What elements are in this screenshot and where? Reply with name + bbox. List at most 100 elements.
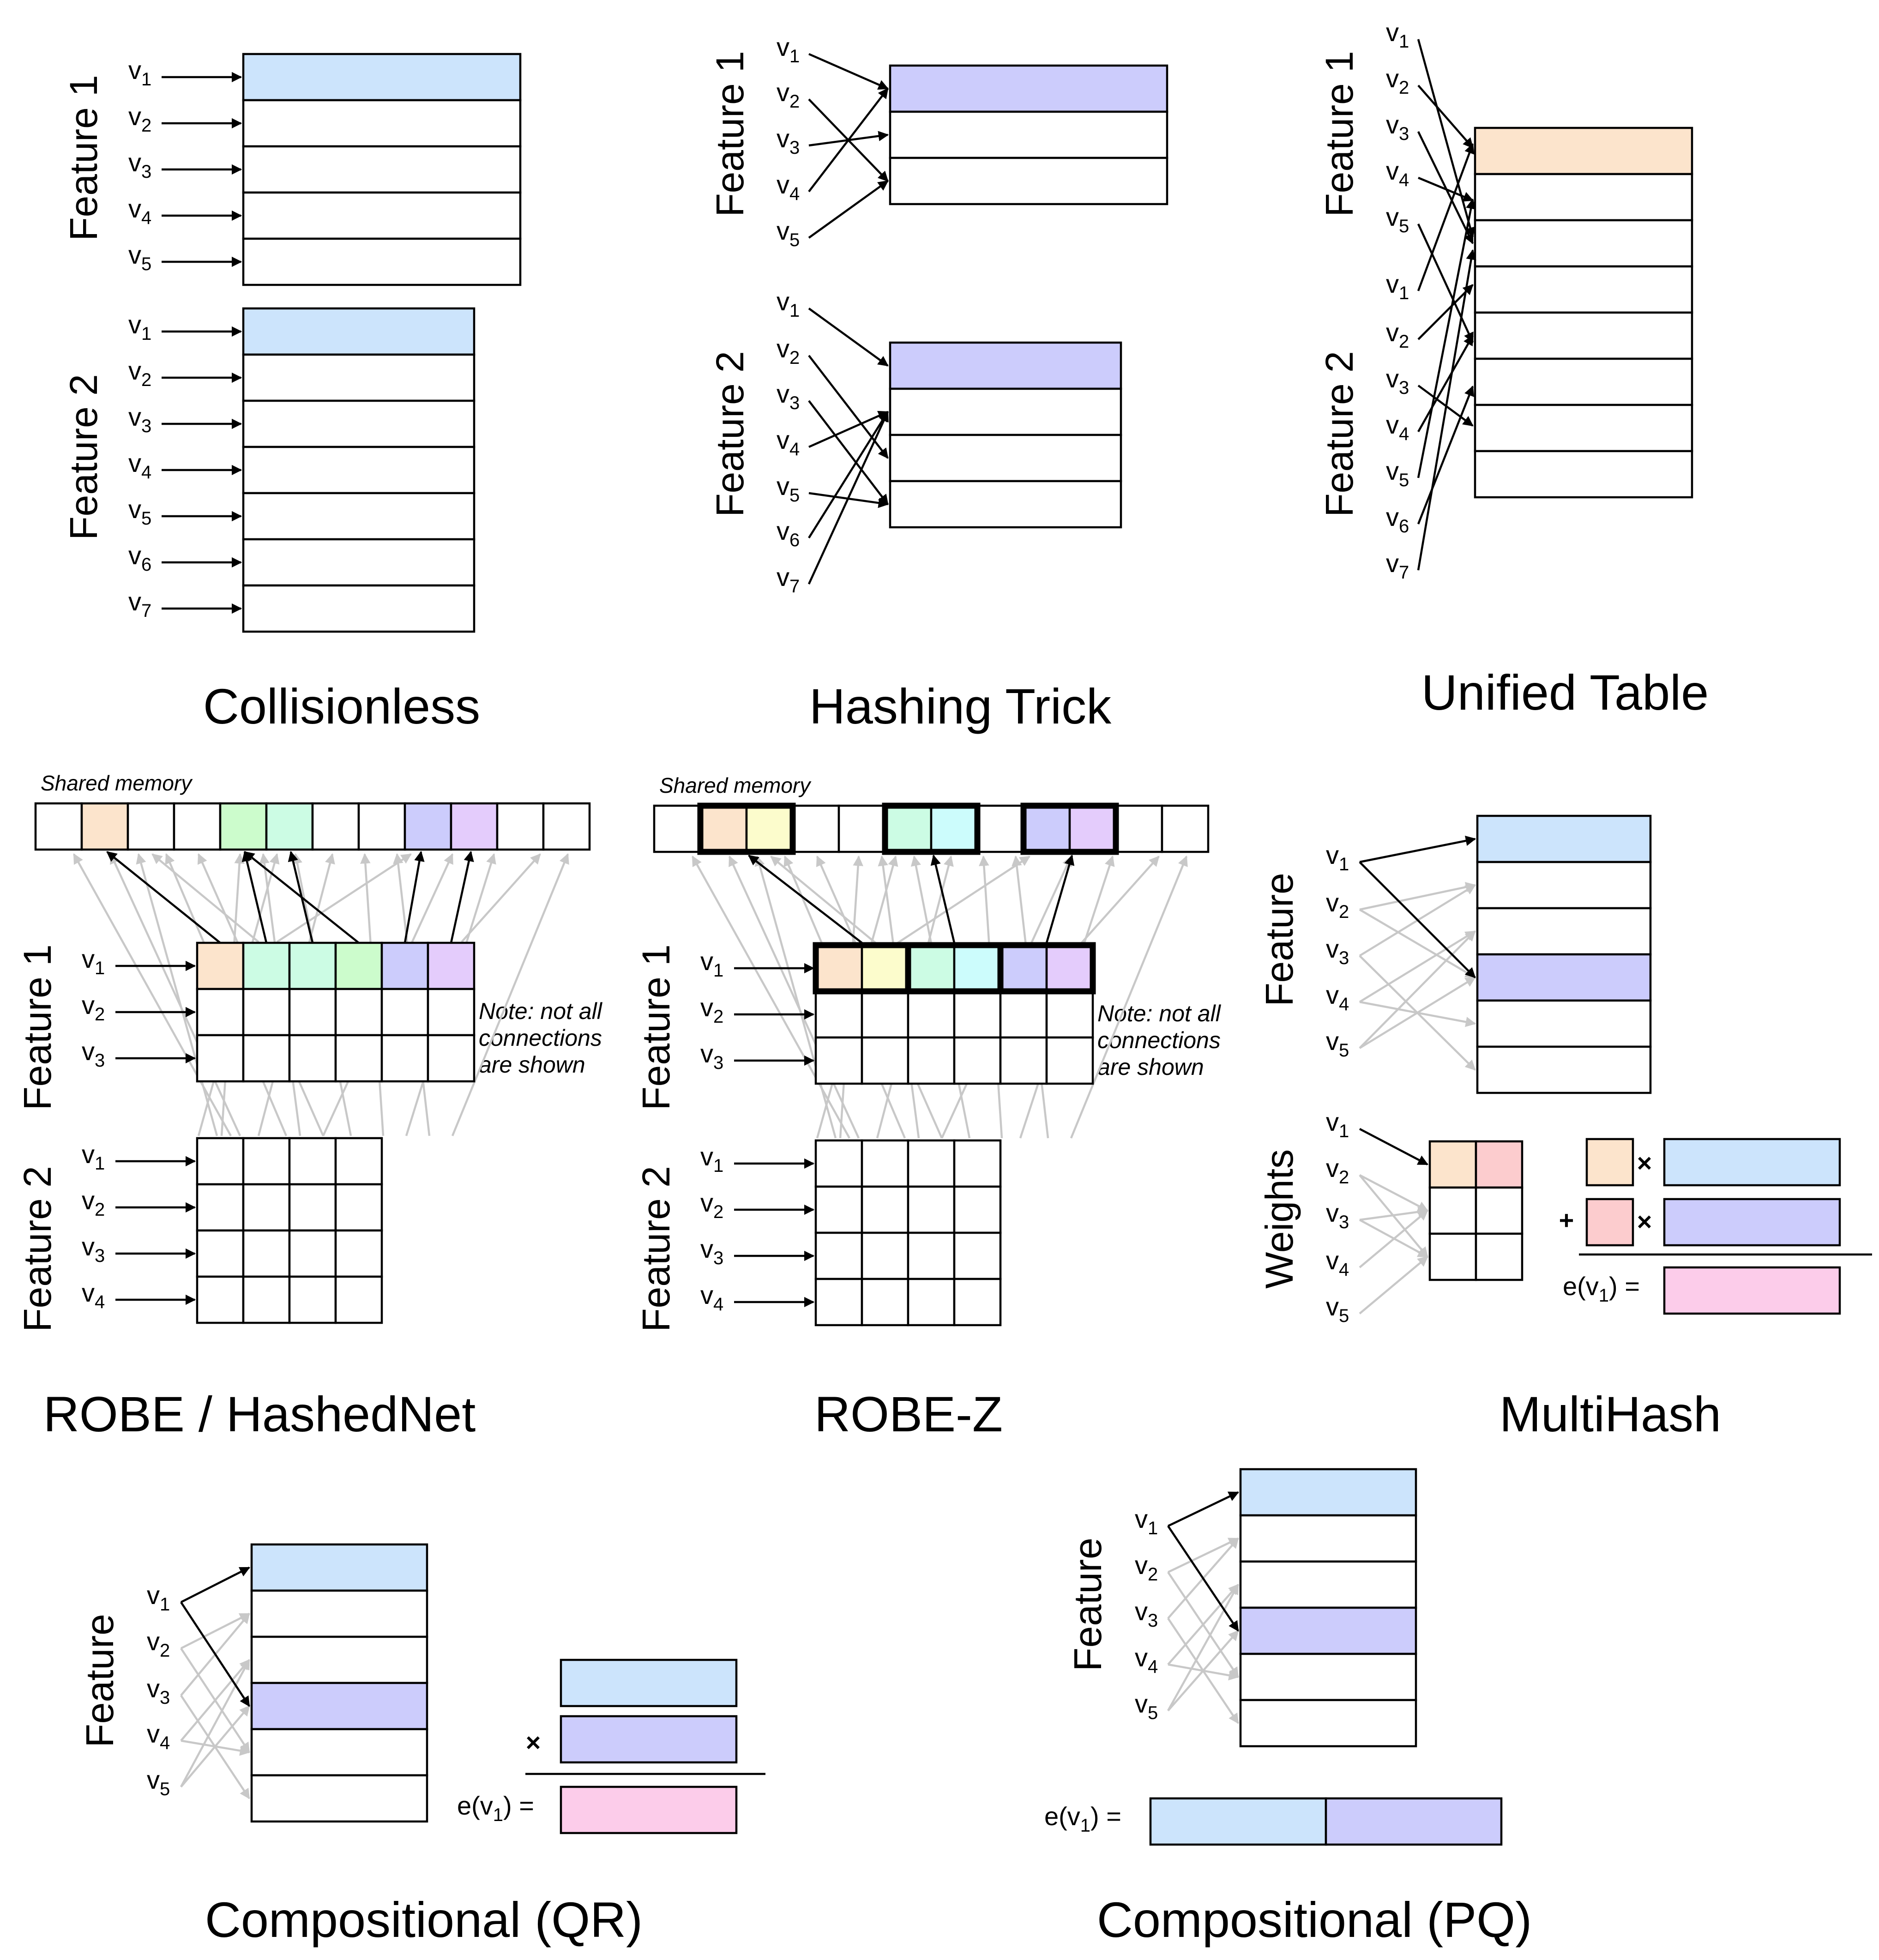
hashing-trick-f2-row-label-4: v4 <box>777 425 800 459</box>
multihash-feature-row-label-1: v1 <box>1326 840 1349 874</box>
robe-z-feature2-grid-cell-3-2 <box>861 1231 909 1280</box>
hashing-trick-f2-arrow-4 <box>808 410 889 448</box>
multihash-feature-row-label-2: v2 <box>1326 888 1349 922</box>
multihash-feature-table-row-5 <box>1476 999 1652 1048</box>
robe-shared-memory-cell-9 <box>404 802 452 851</box>
pq-light-arrow-8 <box>1167 1584 1239 1712</box>
hashing-trick-f2-arrow-6 <box>808 411 889 539</box>
qr-times-sign: × <box>526 1728 541 1757</box>
multihash-title: MultiHash <box>1500 1386 1721 1442</box>
robe-shared-memory-cell-7 <box>311 802 360 851</box>
multihash-feature-row-label-4: v4 <box>1326 980 1349 1014</box>
robe-feature2-grid-cell-4-3 <box>288 1275 337 1324</box>
robe-z-feature2-grid-cell-2-4 <box>953 1185 1002 1234</box>
robe-shared-memory-cell-8 <box>357 802 406 851</box>
multihash-weights-grid-cell-3-2 <box>1475 1232 1524 1281</box>
unified-table-f1-arrow-2 <box>1417 84 1474 149</box>
collisionless-feature1-table-row-2 <box>242 99 522 148</box>
unified-table-f1-row-label-2: v2 <box>1386 64 1409 98</box>
robe-feature2-grid-cell-3-2 <box>242 1229 291 1278</box>
robe-feature2-grid-cell-1-2 <box>242 1137 291 1186</box>
multihash-weights-dark-arrow-1 <box>1359 1128 1428 1165</box>
multihash-weights-grid-cell-1-2 <box>1475 1140 1524 1189</box>
robe-z-f1-row-label-2: v2 <box>700 993 723 1027</box>
multihash-feature-light-arrow-5 <box>1359 930 1476 1003</box>
pq-result-part-2 <box>1325 1797 1503 1846</box>
collisionless-f2-row-label-7: v7 <box>128 587 151 621</box>
hashing-trick-f1-row-label-2: v2 <box>777 78 800 112</box>
robe-light-connection-15 <box>451 853 569 1136</box>
multihash-result-embedding <box>1663 1266 1841 1315</box>
hashing-trick-f1-row-label-5: v5 <box>777 216 800 250</box>
multihash-weights-row-label-3: v3 <box>1326 1198 1349 1232</box>
pq-row-label-3: v3 <box>1135 1597 1158 1631</box>
collisionless-feature2-table-row-6 <box>242 538 476 587</box>
multihash-weight-scalar-2 <box>1585 1198 1634 1247</box>
robe-feature1-grid-cell-2-4 <box>334 988 383 1037</box>
robe-z-shared-memory-cell-10 <box>1068 804 1117 853</box>
collisionless-title: Collisionless <box>203 678 480 734</box>
robe-note-line2: connections <box>479 1025 602 1051</box>
robe-z-note-line2: connections <box>1097 1027 1221 1053</box>
qr-light-arrow-8 <box>180 1659 250 1788</box>
multihash-feature-dark-arrow-1 <box>1359 835 1476 863</box>
qr-row-label-3: v3 <box>147 1674 170 1708</box>
robe-feature2-grid-cell-2-4 <box>334 1183 383 1232</box>
robe-dark-connection-6 <box>450 850 474 943</box>
unified-table-f1-row-label-5: v5 <box>1386 202 1409 236</box>
robe-dark-connection-1 <box>106 851 221 944</box>
unified-table-f2-arrow-1 <box>1417 143 1475 291</box>
multihash-feature-table-row-4 <box>1476 953 1652 1002</box>
robe-z-light-connection-15 <box>1070 855 1188 1139</box>
unified-table-f2-row-label-7: v7 <box>1386 549 1409 583</box>
tables-layer <box>34 53 1872 1846</box>
collisionless-f2-row-label-2: v2 <box>128 356 151 390</box>
unified-table-table-row-2 <box>1474 173 1693 222</box>
robe-f2-row-label-1: v1 <box>82 1140 105 1174</box>
pq-feature-table-row-6 <box>1239 1699 1417 1748</box>
robe-dark-connection-2 <box>241 850 268 943</box>
robe-z-feature1-grid-cell-3-3 <box>907 1036 956 1085</box>
multihash-embedding-1 <box>1663 1138 1841 1187</box>
qr-feature-table-row-4 <box>250 1682 428 1731</box>
robe-light-connection-14 <box>461 853 541 943</box>
robe-shared-memory-cell-1 <box>34 802 83 851</box>
robe-z-note-line3: are shown <box>1097 1054 1204 1080</box>
collisionless-f2-row-label-6: v6 <box>128 541 151 575</box>
collisionless-feature1-label: Feature 1 <box>62 75 105 241</box>
robe-z-feature2-grid-cell-3-1 <box>814 1231 863 1280</box>
collisionless-f1-row-label-2: v2 <box>128 102 151 136</box>
multihash-weights-grid-cell-2-2 <box>1475 1186 1524 1235</box>
multihash-feature-table-row-2 <box>1476 861 1652 910</box>
pq-dark-arrow-2 <box>1167 1525 1239 1632</box>
bold-groups-layer <box>697 802 1119 995</box>
multihash-feature-light-arrow-2 <box>1359 909 1476 978</box>
robe-z-feature1-grid-cell-2-1 <box>814 990 863 1039</box>
qr-row-label-1: v1 <box>147 1580 170 1615</box>
robe-feature2-grid-cell-4-2 <box>242 1275 291 1324</box>
hashing-trick-f2-arrow-3 <box>808 400 889 505</box>
robe-z-shared-memory-cell-4 <box>791 804 840 853</box>
unified-table-table-row-4 <box>1474 265 1693 314</box>
qr-operand-embedding-1 <box>560 1658 738 1707</box>
robe-shared-memory-cell-3 <box>126 802 175 851</box>
multihash-feature-dark-arrow-2 <box>1359 861 1476 978</box>
unified-table-f2-row-label-1: v1 <box>1386 269 1409 303</box>
pq-feature-table-row-2 <box>1239 1514 1417 1563</box>
robe-z-feature1-grid-cell-1-3 <box>907 944 956 993</box>
robe-z-feature2-grid-cell-1-3 <box>907 1139 956 1188</box>
multihash-feature-table-row-6 <box>1476 1045 1652 1094</box>
collisionless-feature2-label: Feature 2 <box>62 374 105 540</box>
multihash-result-label: e(v1) = <box>1563 1272 1640 1306</box>
robe-z-feature1-label: Feature 1 <box>634 944 678 1110</box>
robe-z-f1-row-label-3: v3 <box>700 1039 723 1073</box>
multihash-weights-row-label-2: v2 <box>1326 1153 1349 1188</box>
robe-z-light-connection-16 <box>754 855 837 1139</box>
pq-feature-table-row-3 <box>1239 1560 1417 1609</box>
collisionless-f2-row-label-5: v5 <box>128 495 151 529</box>
multihash-feature-row-label-3: v3 <box>1326 934 1349 968</box>
robe-feature2-grid-cell-3-3 <box>288 1229 337 1278</box>
robe-z-shared-memory-cell-7 <box>930 804 979 853</box>
multihash-feature-label: Feature <box>1258 873 1301 1007</box>
